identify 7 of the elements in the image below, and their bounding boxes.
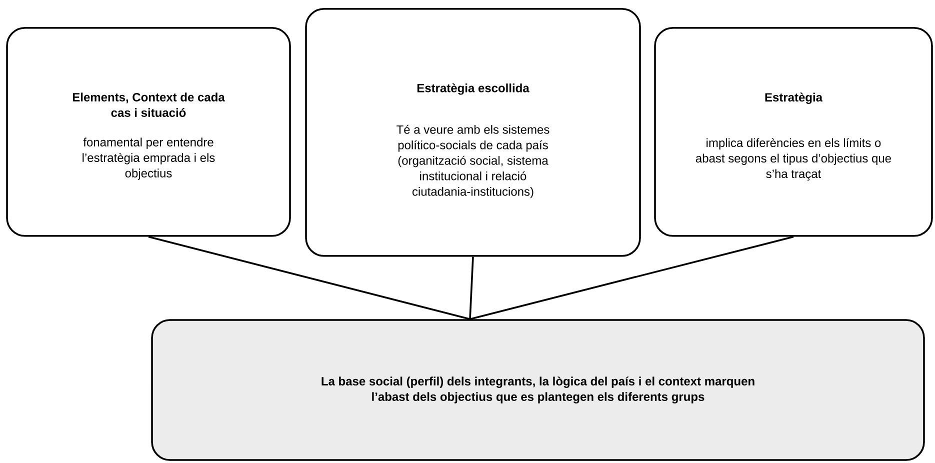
connector-line	[148, 236, 470, 320]
text-box: Elements, Context de cada cas i situació fonamental per entendre l’estratègia emprada i els objectius	[6, 27, 291, 237]
text-box: Estratègia escollida Té a veure amb els sistemes político-socials de cada país (organització social, sistema institucional i relació ciutadania-institucions)	[305, 8, 641, 257]
connector-line	[470, 236, 794, 320]
text-box: La base social (perfil) dels integrants, la lògica del país i el context marquen l’abast dels objectius que es plantegen els diferents grups	[151, 319, 925, 461]
text-box: Estratègia implica diferències en els límits o abast segons el tipus d’objectius que s’ha traçat	[654, 27, 933, 237]
connector-line	[469, 256, 474, 320]
